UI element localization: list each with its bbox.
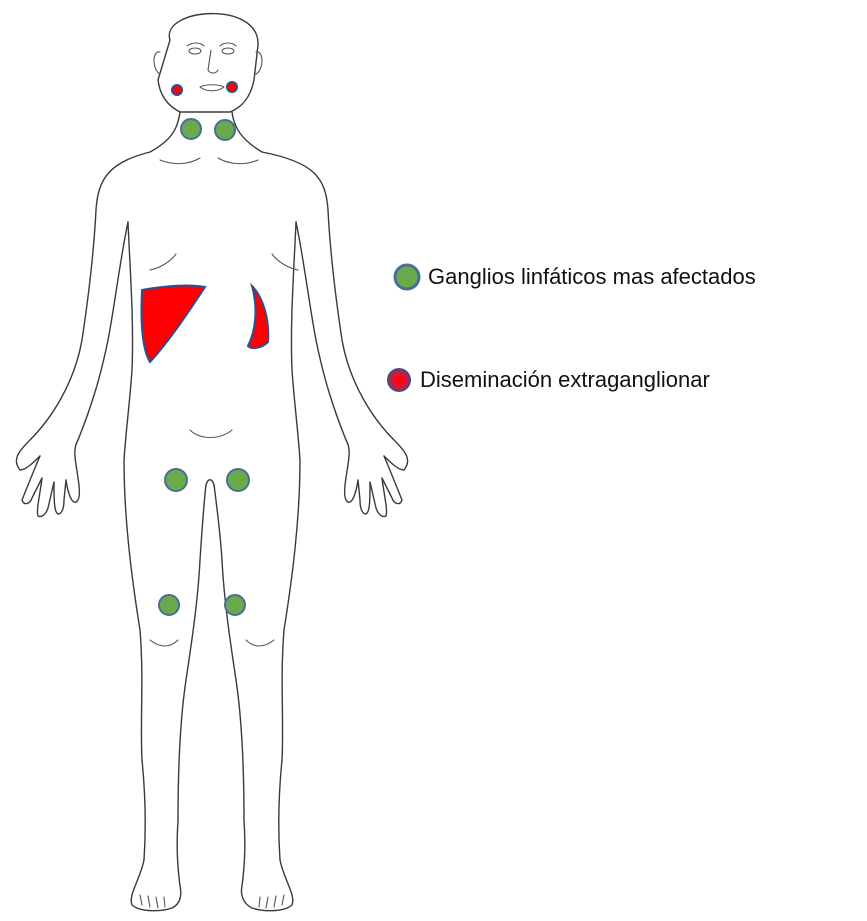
lymph-node-neck-left	[181, 119, 201, 139]
lymph-node-groin-right	[227, 469, 249, 491]
legend-label-affected-nodes: Ganglios linfáticos mas afectados	[428, 264, 756, 290]
red-dot-icon	[384, 365, 414, 395]
head-outline	[154, 14, 262, 112]
lymph-node-neck-right	[215, 120, 235, 140]
extranodal-areas	[141, 82, 268, 362]
lymph-node-knee-right	[225, 595, 245, 615]
legend-label-extranodal: Diseminación extraganglionar	[420, 367, 710, 393]
legend-item-affected-nodes: Ganglios linfáticos mas afectados	[392, 262, 756, 292]
legend-item-extranodal: Diseminación extraganglionar	[384, 365, 710, 395]
extranodal-dot-right-cheek	[227, 82, 237, 92]
lymph-node-groin-left	[165, 469, 187, 491]
lymph-node-knee-left	[159, 595, 179, 615]
body-outline	[16, 112, 407, 911]
green-circle-icon	[392, 262, 422, 292]
extranodal-dot-left-cheek	[172, 85, 182, 95]
lymph-nodes	[159, 119, 249, 615]
liver-shape	[141, 286, 205, 362]
spleen-shape	[248, 286, 268, 348]
